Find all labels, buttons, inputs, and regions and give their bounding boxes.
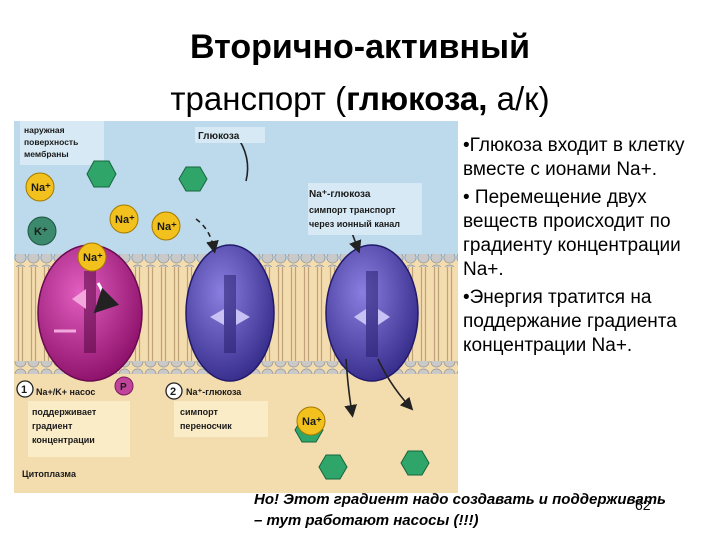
title-line2-post: а/к) (487, 80, 550, 117)
sodium-ion-label: Na⁺ (302, 416, 322, 428)
sodium-ion-icon (77, 242, 107, 272)
sodium-ion-icon (151, 211, 181, 241)
channel-label-2: симпорт транспорт (309, 205, 396, 215)
sodium-ion-label: Na⁺ (83, 252, 103, 264)
sodium-ion-icon (109, 204, 139, 234)
glucose-icon (400, 450, 430, 476)
bullet-item: • Перемещение двух веществ происходит по… (463, 187, 681, 280)
glucose-icon (86, 160, 117, 188)
na-k-pump (37, 244, 143, 382)
bullet-item: •Энергия тратится на поддержание градиен… (463, 287, 677, 356)
title-line2-pre: транспорт ( (170, 80, 347, 117)
channel-label-3: через ионный канал (309, 219, 400, 229)
sodium-ion-icon (296, 406, 326, 436)
pump-label-2: поддерживает (32, 407, 97, 417)
pump-label-3: градиент (32, 421, 73, 431)
glucose-label: Глюкоза (198, 131, 240, 142)
carrier-label-1: Na⁺-глюкоза (186, 387, 242, 397)
outer-surface-label-1: наружная (24, 125, 65, 135)
sodium-ion-label: Na⁺ (157, 221, 177, 233)
slide-title-line-1: Вторично-активный (190, 28, 530, 66)
channel-label-box (308, 183, 422, 235)
glucose-icon (318, 454, 348, 480)
pump-label-1: Na+/K+ насос (36, 387, 95, 397)
sodium-ion-label: Na⁺ (31, 182, 51, 194)
carrier-label-2: симпорт (180, 407, 219, 417)
carrier-label-3: переносчик (180, 421, 232, 431)
phosphate-label: P (120, 382, 127, 393)
na-glucose-symporter (185, 244, 275, 382)
potassium-ion-label: K⁺ (34, 226, 48, 238)
sodium-ion-icon (25, 172, 55, 202)
sodium-ion-label: Na⁺ (115, 214, 135, 226)
slide-title-line-2: транспорт (глюкоза, а/к) (0, 80, 720, 118)
carrier-label-box (174, 401, 268, 437)
pump-label-4: концентрации (32, 435, 95, 445)
outer-surface-label-3: мембраны (24, 149, 69, 159)
outer-surface-label-2: поверхность (24, 137, 78, 147)
sodium-ions: Na⁺ Na⁺ Na⁺ Na⁺ Na⁺ (25, 172, 326, 436)
glucose-icon (178, 166, 208, 192)
pump-number: 1 (21, 384, 27, 396)
title-line2-bold: глюкоза, (346, 80, 488, 117)
page-number: 62 (635, 497, 651, 513)
footnote: Но! Этот градиент надо создавать и подде… (254, 491, 666, 529)
na-glucose-channel (325, 244, 419, 382)
cytoplasm-label: Цитоплазма (22, 469, 77, 479)
bullet-list: •Глюкоза входит в клетку вместе с ионами… (463, 134, 715, 362)
glucose-label-box (195, 127, 265, 143)
pump-label-box (28, 401, 130, 457)
transport-diagram: наружная поверхность мембраны Глюкоза Na… (14, 121, 458, 493)
outer-surface-label-box (20, 121, 104, 165)
phosphate-icon (114, 376, 134, 396)
potassium-ion-icon (27, 216, 57, 246)
channel-label-1: Na⁺-глюкоза (309, 189, 371, 200)
carrier-number: 2 (170, 386, 176, 398)
bullet-item: •Глюкоза входит в клетку вместе с ионами… (463, 135, 685, 180)
